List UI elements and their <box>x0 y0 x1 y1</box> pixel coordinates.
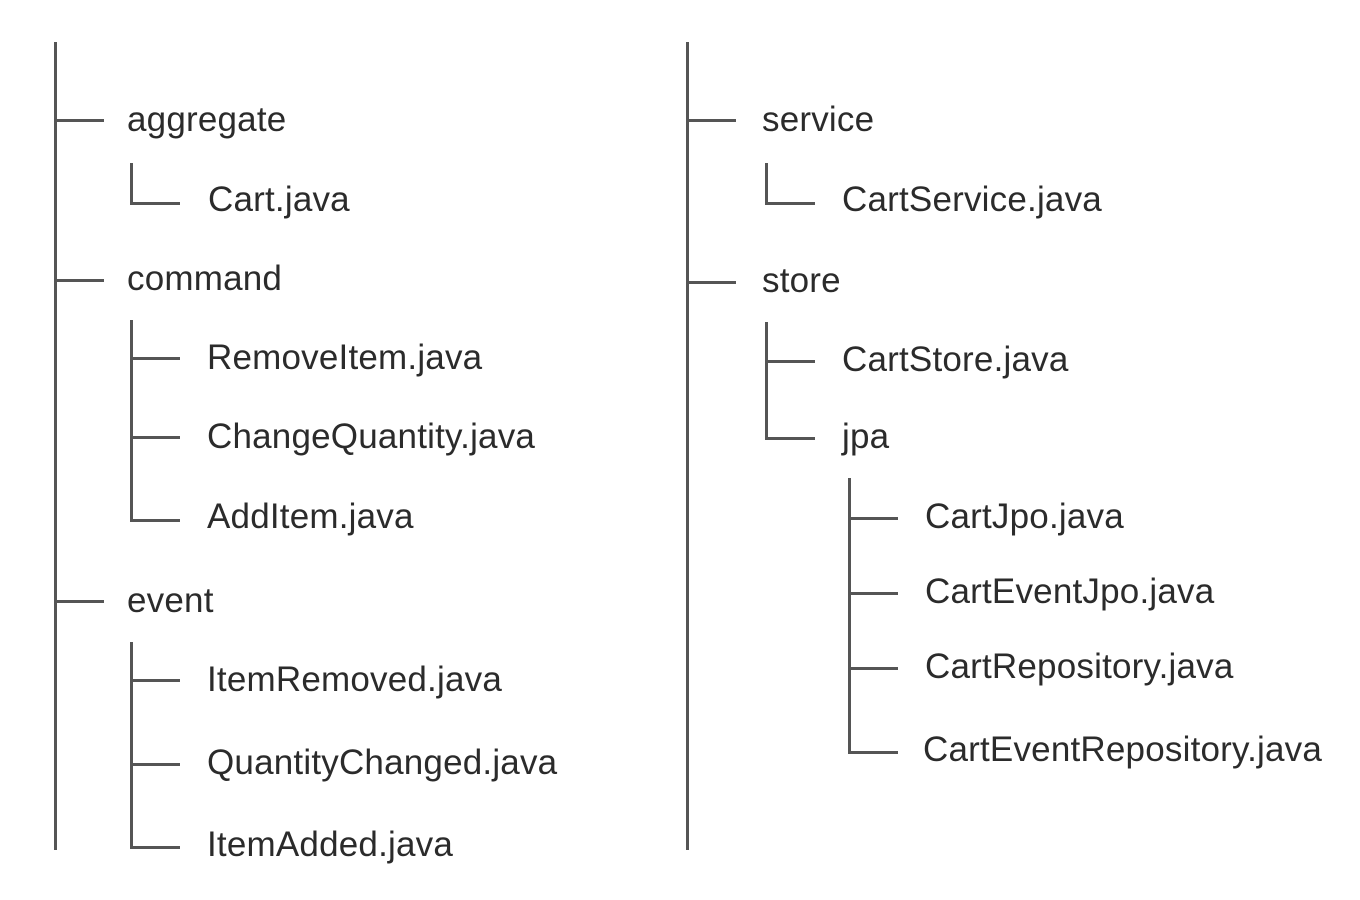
command-branch-line <box>54 279 104 282</box>
file-branch-line <box>130 357 180 360</box>
file-branch-line <box>130 436 180 439</box>
file-cart-event-jpo: CartEventJpo.java <box>925 572 1215 611</box>
file-item-added: ItemAdded.java <box>207 825 454 864</box>
file-cart-repository: CartRepository.java <box>925 647 1234 686</box>
event-branch-line <box>54 600 104 603</box>
service-branch-line <box>686 119 736 122</box>
event-sub-line <box>130 642 133 849</box>
file-branch-line <box>848 517 898 520</box>
folder-store: store <box>762 261 841 300</box>
left-trunk-line <box>54 42 57 850</box>
folder-event: event <box>127 581 214 620</box>
file-branch-line <box>848 667 898 670</box>
command-sub-line <box>130 320 133 522</box>
file-cart-jpo: CartJpo.java <box>925 497 1124 536</box>
file-cart-store: CartStore.java <box>842 340 1069 379</box>
file-cart: Cart.java <box>208 180 350 219</box>
file-quantity-changed: QuantityChanged.java <box>207 743 558 782</box>
jpa-branch-line <box>765 437 815 440</box>
folder-command: command <box>127 259 283 298</box>
aggregate-sub-line <box>130 163 133 205</box>
aggregate-branch-line <box>54 119 104 122</box>
service-sub-line <box>765 163 768 205</box>
file-remove-item: RemoveItem.java <box>207 338 483 377</box>
file-change-quantity: ChangeQuantity.java <box>207 417 536 456</box>
file-add-item: AddItem.java <box>207 497 414 536</box>
file-branch-line <box>765 360 815 363</box>
file-branch-line <box>848 751 898 754</box>
jpa-sub-line <box>848 478 851 754</box>
right-trunk-line <box>686 42 689 850</box>
store-branch-line <box>686 281 736 284</box>
file-branch-line <box>765 202 815 205</box>
file-cart-service: CartService.java <box>842 180 1102 219</box>
file-cart-event-repository: CartEventRepository.java <box>923 730 1323 769</box>
file-branch-line <box>130 519 180 522</box>
file-item-removed: ItemRemoved.java <box>207 660 502 699</box>
file-branch-line <box>130 763 180 766</box>
folder-jpa: jpa <box>842 417 890 456</box>
folder-aggregate: aggregate <box>127 100 287 139</box>
file-branch-line <box>130 679 180 682</box>
store-sub-line <box>765 322 768 440</box>
file-branch-line <box>130 202 180 205</box>
folder-service: service <box>762 100 875 139</box>
file-branch-line <box>130 846 180 849</box>
file-branch-line <box>848 592 898 595</box>
